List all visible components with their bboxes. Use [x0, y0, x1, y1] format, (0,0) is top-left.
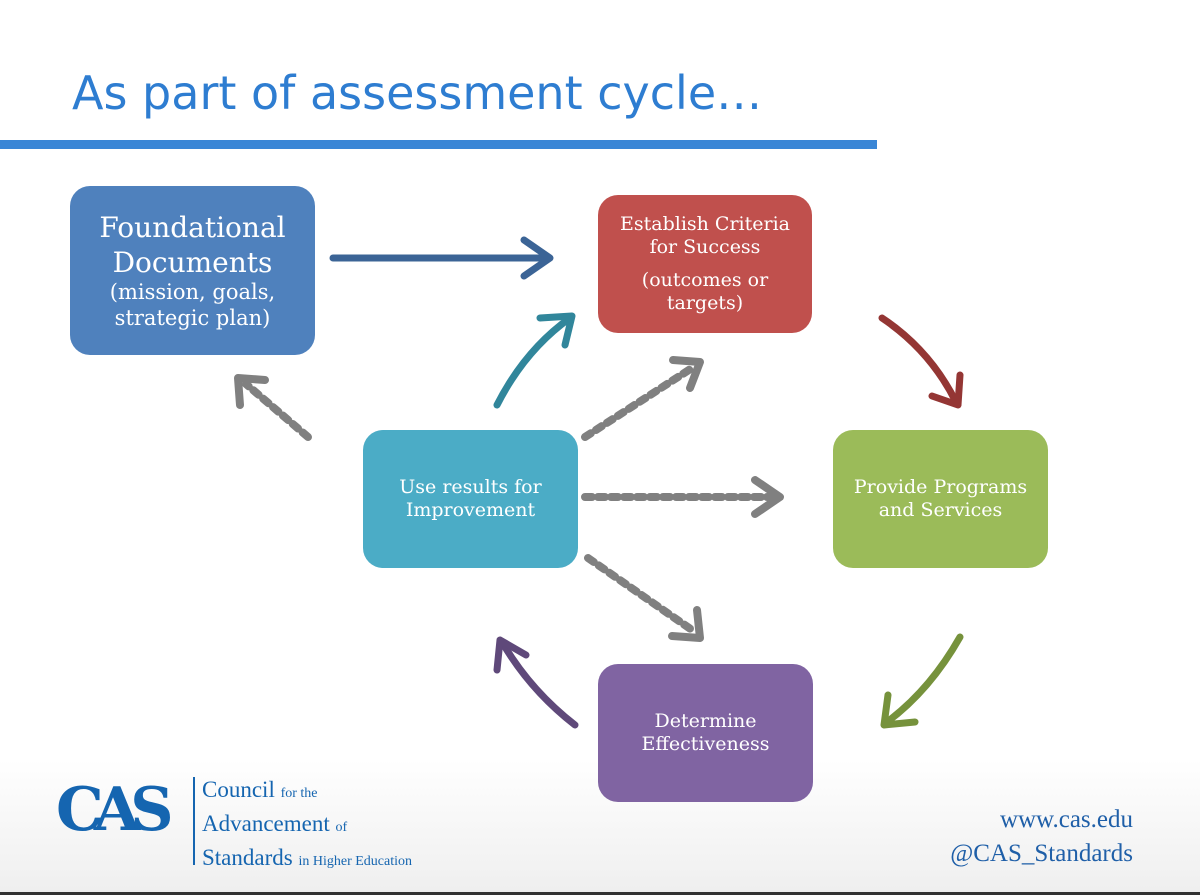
box-text: Effectiveness [641, 733, 770, 755]
box-text: Use results for [399, 475, 542, 498]
use-results-box: Use results for Improvement [363, 430, 578, 568]
foundational-documents-box: Foundational Documents (mission, goals, … [70, 186, 315, 355]
box-text: Provide Programs [853, 475, 1028, 498]
logo-org-name: Council for the Advancement of Standards… [202, 775, 412, 877]
box-subtext: targets) [666, 292, 744, 315]
slide-bottom-border [0, 892, 1200, 895]
logo-divider [193, 777, 195, 865]
arrow-results-to-criteria [493, 312, 576, 409]
arrow-effectiveness-to-results [493, 636, 579, 729]
box-heading: for Success [649, 235, 761, 258]
org-name-line: Standards [202, 845, 293, 870]
box-heading: Establish Criteria [620, 212, 790, 235]
box-text: and Services [878, 499, 1003, 521]
arrow-criteria-to-programs [878, 314, 964, 409]
org-name-small: in Higher Education [298, 854, 412, 869]
arrow-foundational-to-criteria [329, 236, 554, 280]
establish-criteria-box: Establish Criteria for Success (outcomes… [598, 195, 812, 333]
org-name-line: Council [202, 777, 275, 802]
dotted-arrow-to-effectiveness [584, 554, 696, 634]
contact-info: www.cas.edu @CAS_Standards [950, 803, 1133, 871]
title-underline [0, 140, 877, 149]
provide-programs-box: Provide Programs and Services [833, 430, 1048, 568]
determine-effectiveness-box: Determine Effectiveness [598, 664, 813, 802]
website-text: www.cas.edu [999, 806, 1133, 833]
box-subtext: (outcomes or [641, 269, 769, 291]
dotted-arrow-to-foundational [242, 380, 312, 441]
box-subtext: strategic plan) [114, 305, 271, 330]
org-name-line: Advancement [202, 811, 330, 836]
box-subtext: (mission, goals, [109, 279, 276, 304]
box-text: Determine [654, 709, 757, 732]
org-name-small: for the [280, 786, 318, 801]
twitter-handle: @CAS_Standards [950, 840, 1133, 867]
arrow-programs-to-effectiveness [880, 633, 964, 729]
box-text: Improvement [405, 499, 536, 521]
box-heading: Documents [112, 245, 273, 279]
slide-title: As part of assessment cycle… [72, 66, 763, 120]
dotted-arrow-to-criteria [581, 364, 696, 441]
box-heading: Foundational [99, 210, 286, 244]
cas-logo-mark: CAS [56, 775, 174, 845]
org-name-small: of [335, 820, 348, 835]
